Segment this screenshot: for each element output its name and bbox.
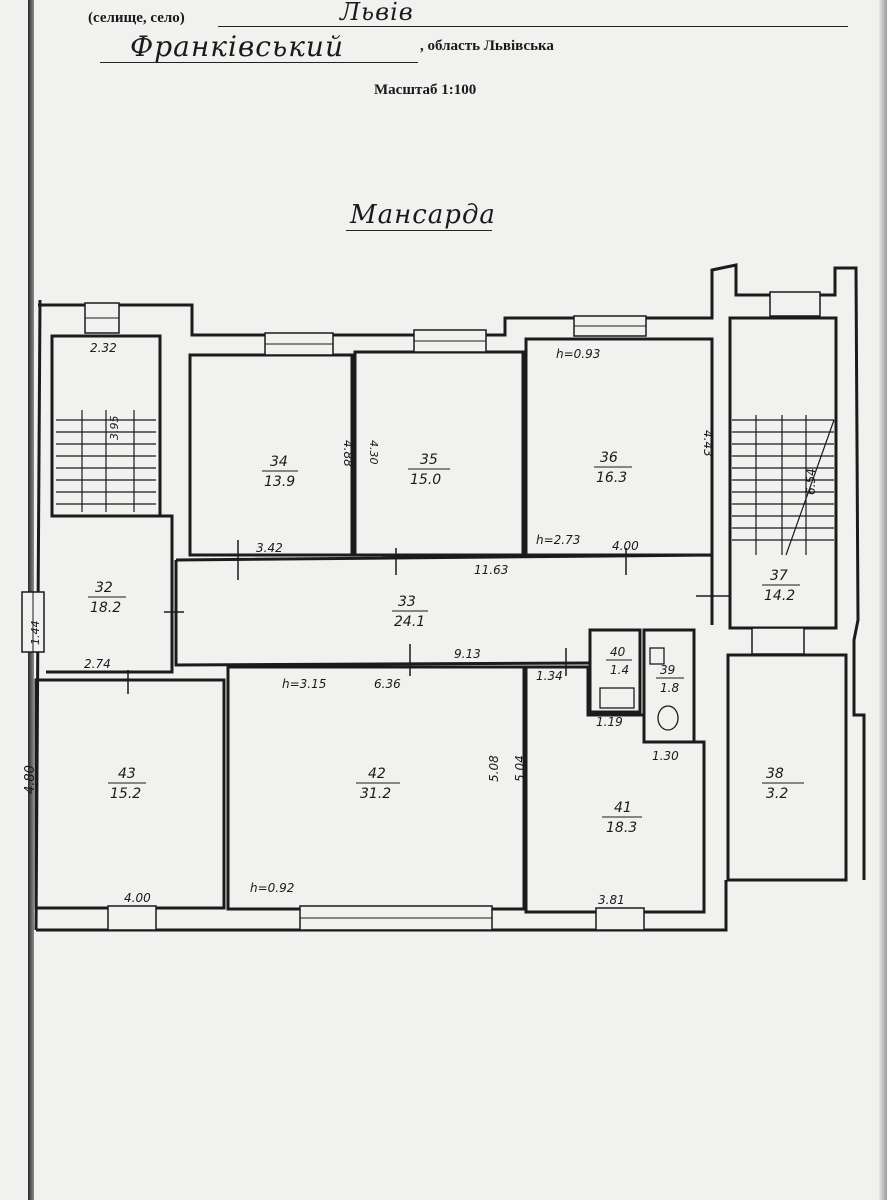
outer-wall bbox=[38, 263, 866, 880]
wall-corridor-33 bbox=[174, 553, 714, 667]
stairs-right bbox=[732, 415, 835, 556]
stairs-left bbox=[56, 410, 156, 512]
dim-label: 5.04 bbox=[513, 755, 527, 782]
dim-label: 9.13 bbox=[454, 647, 481, 661]
dim-label: 1.44 bbox=[29, 621, 42, 646]
dim-label: 11.63 bbox=[474, 563, 508, 577]
room-34-number: 34 bbox=[270, 454, 288, 470]
dim-label: 6.54 bbox=[804, 468, 818, 495]
floor-title: Мансарда bbox=[350, 200, 496, 230]
room-36-area: 16.3 bbox=[596, 470, 627, 486]
dim-label: h=0.92 bbox=[250, 881, 294, 895]
dim-label: h=3.15 bbox=[282, 677, 326, 691]
dim-label: 1.34 bbox=[536, 669, 563, 683]
dim-label: h=2.73 bbox=[536, 533, 580, 547]
wall-room-36 bbox=[524, 337, 714, 557]
district-underline bbox=[100, 62, 418, 63]
dim-label: 1.19 bbox=[596, 715, 623, 729]
room-37-number: 37 bbox=[770, 568, 788, 584]
dim-label: 3.95 bbox=[108, 416, 121, 441]
room-35-number: 35 bbox=[420, 452, 438, 468]
room-35-area: 15.0 bbox=[410, 472, 441, 488]
sheet-right-shadow bbox=[879, 0, 887, 1200]
wall-room-38 bbox=[726, 653, 848, 882]
dim-label: 3.42 bbox=[256, 541, 283, 555]
room-32-area: 18.2 bbox=[90, 600, 121, 616]
window bbox=[769, 291, 821, 317]
wall-room-40 bbox=[588, 628, 642, 714]
wall-room-41 bbox=[524, 665, 706, 914]
room-36-number: 36 bbox=[600, 450, 618, 466]
wall-room-32 bbox=[46, 514, 174, 674]
room-40-number: 40 bbox=[610, 645, 626, 659]
dim-label: 3.81 bbox=[598, 893, 625, 907]
outer-wall-south bbox=[36, 880, 728, 932]
city-name: Львів bbox=[340, 0, 414, 26]
dim-label: 6.36 bbox=[374, 677, 401, 691]
dimension-labels: 2.32 3.95 h=0.93 4.88 4.30 4.43 6.54 3.4… bbox=[23, 341, 818, 907]
room-33-number: 33 bbox=[398, 594, 416, 610]
settlement-label: (селище, село) bbox=[88, 10, 185, 26]
room-labels: 32 18.2 33 24.1 34 13.9 35 15.0 36 16.3 … bbox=[88, 450, 804, 836]
toilet-bowl bbox=[657, 705, 679, 731]
window bbox=[107, 905, 157, 931]
window bbox=[751, 627, 805, 655]
room-38-area: 3.2 bbox=[766, 786, 788, 802]
room-33-area: 24.1 bbox=[394, 614, 425, 630]
district-name: Франківський bbox=[130, 30, 344, 63]
region-label: , область Львівська bbox=[420, 38, 554, 54]
dim-label: 2.32 bbox=[90, 341, 117, 355]
dim-label: h=0.93 bbox=[556, 347, 600, 361]
room-43-number: 43 bbox=[118, 766, 136, 782]
room-41-number: 41 bbox=[614, 800, 632, 816]
dim-label: 4.43 bbox=[701, 430, 715, 457]
dim-label: 4.00 bbox=[612, 539, 639, 553]
toilet-tank bbox=[649, 647, 665, 665]
dim-label: 1.30 bbox=[652, 749, 679, 763]
dim-label: 2.74 bbox=[84, 657, 111, 671]
room-42-number: 42 bbox=[368, 766, 386, 782]
scale-label: Масштаб 1:100 bbox=[374, 82, 477, 98]
dim-label: 4.80 bbox=[23, 765, 38, 794]
room-43-area: 15.2 bbox=[110, 786, 141, 802]
dim-label: 5.08 bbox=[487, 755, 501, 782]
window bbox=[595, 907, 645, 931]
dim-label: 4.88 bbox=[341, 440, 355, 467]
room-40-area: 1.4 bbox=[610, 663, 629, 677]
dim-label: 4.00 bbox=[124, 891, 151, 905]
room-34-area: 13.9 bbox=[264, 474, 295, 490]
room-39-area: 1.8 bbox=[660, 681, 679, 695]
dim-label: 4.30 bbox=[367, 440, 380, 465]
city-underline bbox=[218, 26, 848, 27]
room-41-area: 18.3 bbox=[606, 820, 637, 836]
floor-title-underline bbox=[346, 230, 492, 231]
toilet-fixture bbox=[599, 687, 635, 709]
room-42-area: 31.2 bbox=[360, 786, 391, 802]
room-32-number: 32 bbox=[95, 580, 113, 596]
room-39-number: 39 bbox=[660, 663, 675, 677]
room-38-number: 38 bbox=[766, 766, 784, 782]
room-37-area: 14.2 bbox=[764, 588, 795, 604]
